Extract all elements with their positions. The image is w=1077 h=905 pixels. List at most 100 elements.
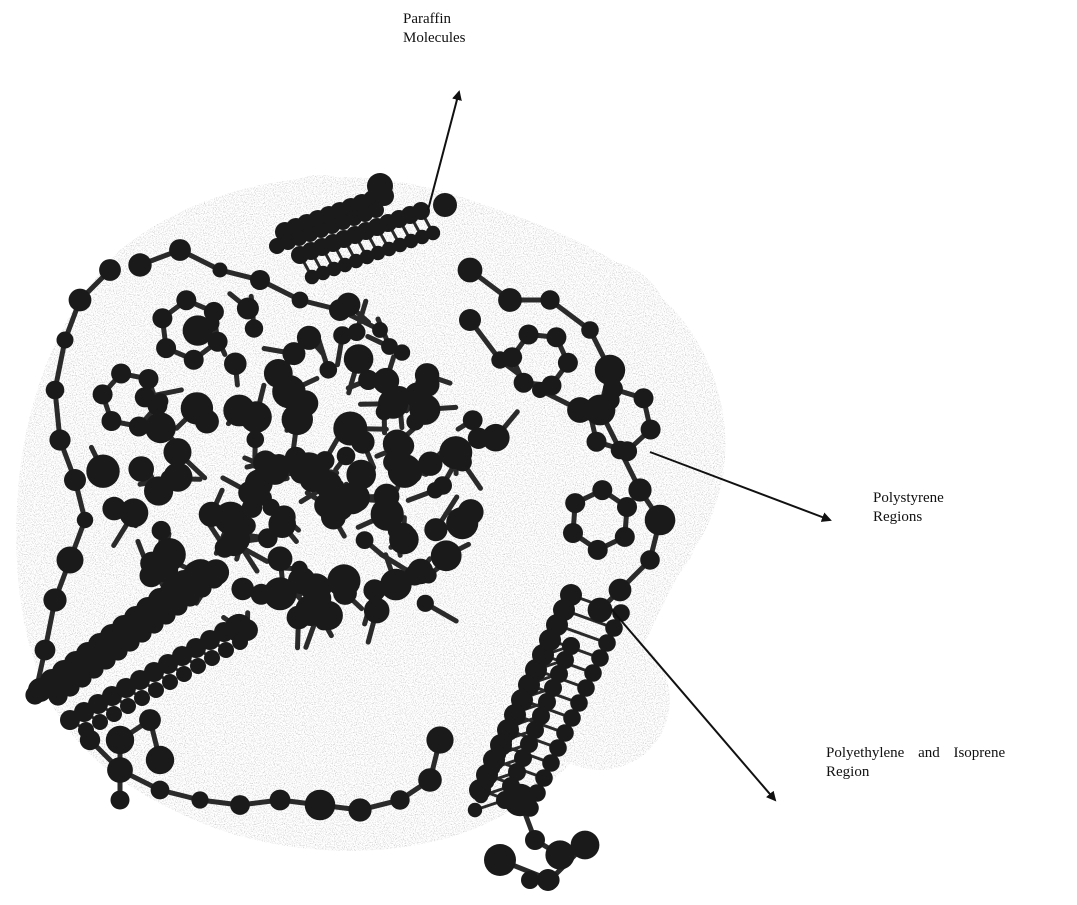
atom <box>224 352 247 376</box>
atom <box>390 790 410 810</box>
atom <box>602 378 623 399</box>
atom <box>304 269 320 285</box>
atom <box>363 597 390 624</box>
atom <box>151 556 179 583</box>
atom <box>520 735 538 753</box>
atom <box>587 597 613 623</box>
atom <box>336 446 356 466</box>
atom <box>533 648 549 664</box>
atom <box>467 427 490 449</box>
atom <box>542 754 560 772</box>
atom <box>491 746 507 762</box>
atom <box>134 387 155 408</box>
atom <box>176 290 197 311</box>
atom <box>348 253 364 269</box>
atom <box>525 830 545 850</box>
atom <box>462 410 483 430</box>
atom <box>128 253 152 277</box>
atom <box>190 658 206 674</box>
atom <box>546 327 567 348</box>
atom <box>105 725 135 755</box>
atom <box>56 331 74 349</box>
atom <box>263 577 297 611</box>
atom <box>110 790 130 810</box>
atom <box>612 604 630 622</box>
atom <box>138 369 159 389</box>
atom <box>296 325 322 350</box>
atom <box>375 403 393 421</box>
atom <box>232 634 248 650</box>
atom <box>214 622 234 642</box>
polystyrene-regions-label: Polystyrene Regions <box>873 489 944 527</box>
atom <box>560 584 582 606</box>
atom <box>532 707 550 725</box>
atom <box>614 526 635 547</box>
callout-arrows <box>427 90 832 802</box>
atom <box>250 583 272 605</box>
atom <box>268 510 297 538</box>
atom <box>563 523 583 543</box>
atom <box>640 550 660 570</box>
arrow-polystyrene <box>649 451 832 522</box>
atom <box>508 763 526 781</box>
atom <box>587 539 608 560</box>
atom <box>102 496 126 521</box>
atom <box>299 467 325 492</box>
atom <box>337 257 353 273</box>
atom <box>521 676 537 692</box>
atom <box>425 225 441 241</box>
atom <box>380 568 412 601</box>
atom <box>128 416 149 437</box>
atom <box>128 456 154 482</box>
atom <box>368 202 384 218</box>
atom <box>515 690 531 706</box>
atom <box>570 830 600 860</box>
atom <box>106 706 122 722</box>
atom <box>381 241 397 257</box>
atom <box>343 344 374 374</box>
atom <box>203 315 220 332</box>
atom <box>426 482 444 499</box>
atom <box>412 202 430 220</box>
arrow-polyethylene <box>611 609 777 802</box>
atom <box>272 374 306 409</box>
arrow-paraffin <box>427 90 462 211</box>
atom <box>393 344 411 361</box>
atom <box>162 674 178 690</box>
atom <box>383 451 405 473</box>
atom <box>563 709 581 727</box>
atom <box>218 642 234 658</box>
atom <box>633 388 654 409</box>
atom <box>304 789 336 821</box>
atom <box>414 229 430 245</box>
atom <box>183 349 204 370</box>
atom <box>540 290 560 310</box>
atom <box>34 639 56 661</box>
atom <box>608 578 632 602</box>
atom <box>214 537 235 558</box>
atom <box>163 438 192 467</box>
atom <box>392 522 416 546</box>
atom <box>570 694 588 712</box>
atom <box>92 384 113 405</box>
atom <box>591 649 609 667</box>
atom <box>439 436 473 470</box>
atom <box>565 493 586 514</box>
atom <box>267 546 293 572</box>
atom <box>372 322 388 338</box>
paraffin-molecules-label: Paraffin Molecules <box>403 10 465 48</box>
atom <box>598 634 616 652</box>
atom <box>204 650 220 666</box>
atom <box>194 409 219 434</box>
atom <box>86 454 120 488</box>
atom <box>640 419 661 440</box>
atom <box>459 309 481 331</box>
atom <box>485 760 501 776</box>
atom <box>363 579 386 602</box>
atom <box>148 682 164 698</box>
atom <box>49 429 71 451</box>
atom <box>581 321 599 339</box>
atom <box>45 380 65 400</box>
atom <box>315 451 335 471</box>
